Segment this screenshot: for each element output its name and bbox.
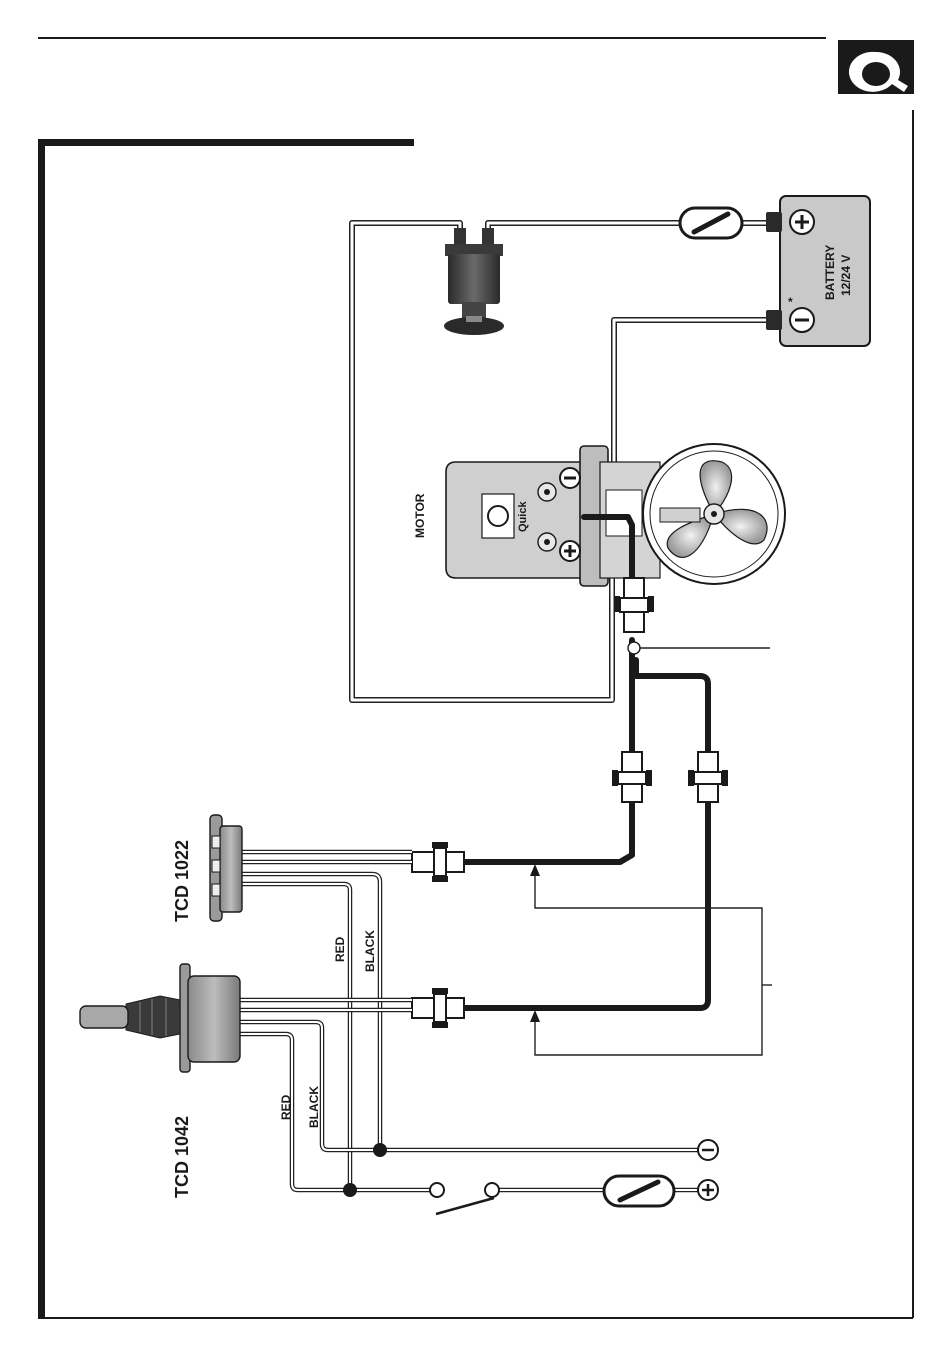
wire-label-red-lower: RED [279, 1094, 293, 1120]
quick-logo-icon [838, 40, 914, 94]
connector-icon [412, 842, 464, 882]
battery-label: BATTERY [823, 245, 837, 300]
connector-icon [612, 752, 652, 802]
motor-label: MOTOR [413, 493, 427, 538]
panel-1042-label: TCD 1042 [172, 1116, 192, 1198]
battery-asterisk: * [788, 295, 793, 309]
propeller-icon [643, 444, 785, 584]
motor-brand-mark: Quick [517, 501, 529, 532]
splitter-callout [628, 642, 770, 654]
fuse-icon [680, 208, 742, 238]
panel-1022-icon [210, 815, 242, 921]
panel-1022-label: TCD 1022 [172, 840, 192, 922]
wire-label-black-lower: BLACK [307, 1086, 321, 1128]
connector-icon [688, 752, 728, 802]
wire-label-red-upper: RED [333, 936, 347, 962]
fuse-icon [604, 1176, 674, 1206]
solenoid-icon [444, 228, 504, 335]
battery-icon: * BATTERY 12/24 V [766, 196, 870, 346]
connector-icon [614, 578, 654, 632]
joystick-icon [80, 964, 240, 1072]
switch-icon [430, 1183, 499, 1214]
battery-voltage: 12/24 V [839, 255, 853, 296]
supply-plus-terminal [698, 1180, 718, 1200]
junction-dot [373, 1143, 387, 1157]
control-cable-main [462, 517, 708, 1008]
junction-dot [343, 1183, 357, 1197]
supply-minus-terminal [698, 1140, 718, 1160]
cable-callout [530, 864, 772, 1055]
wire-label-black-upper: BLACK [363, 930, 377, 972]
connector-icon [412, 988, 464, 1028]
